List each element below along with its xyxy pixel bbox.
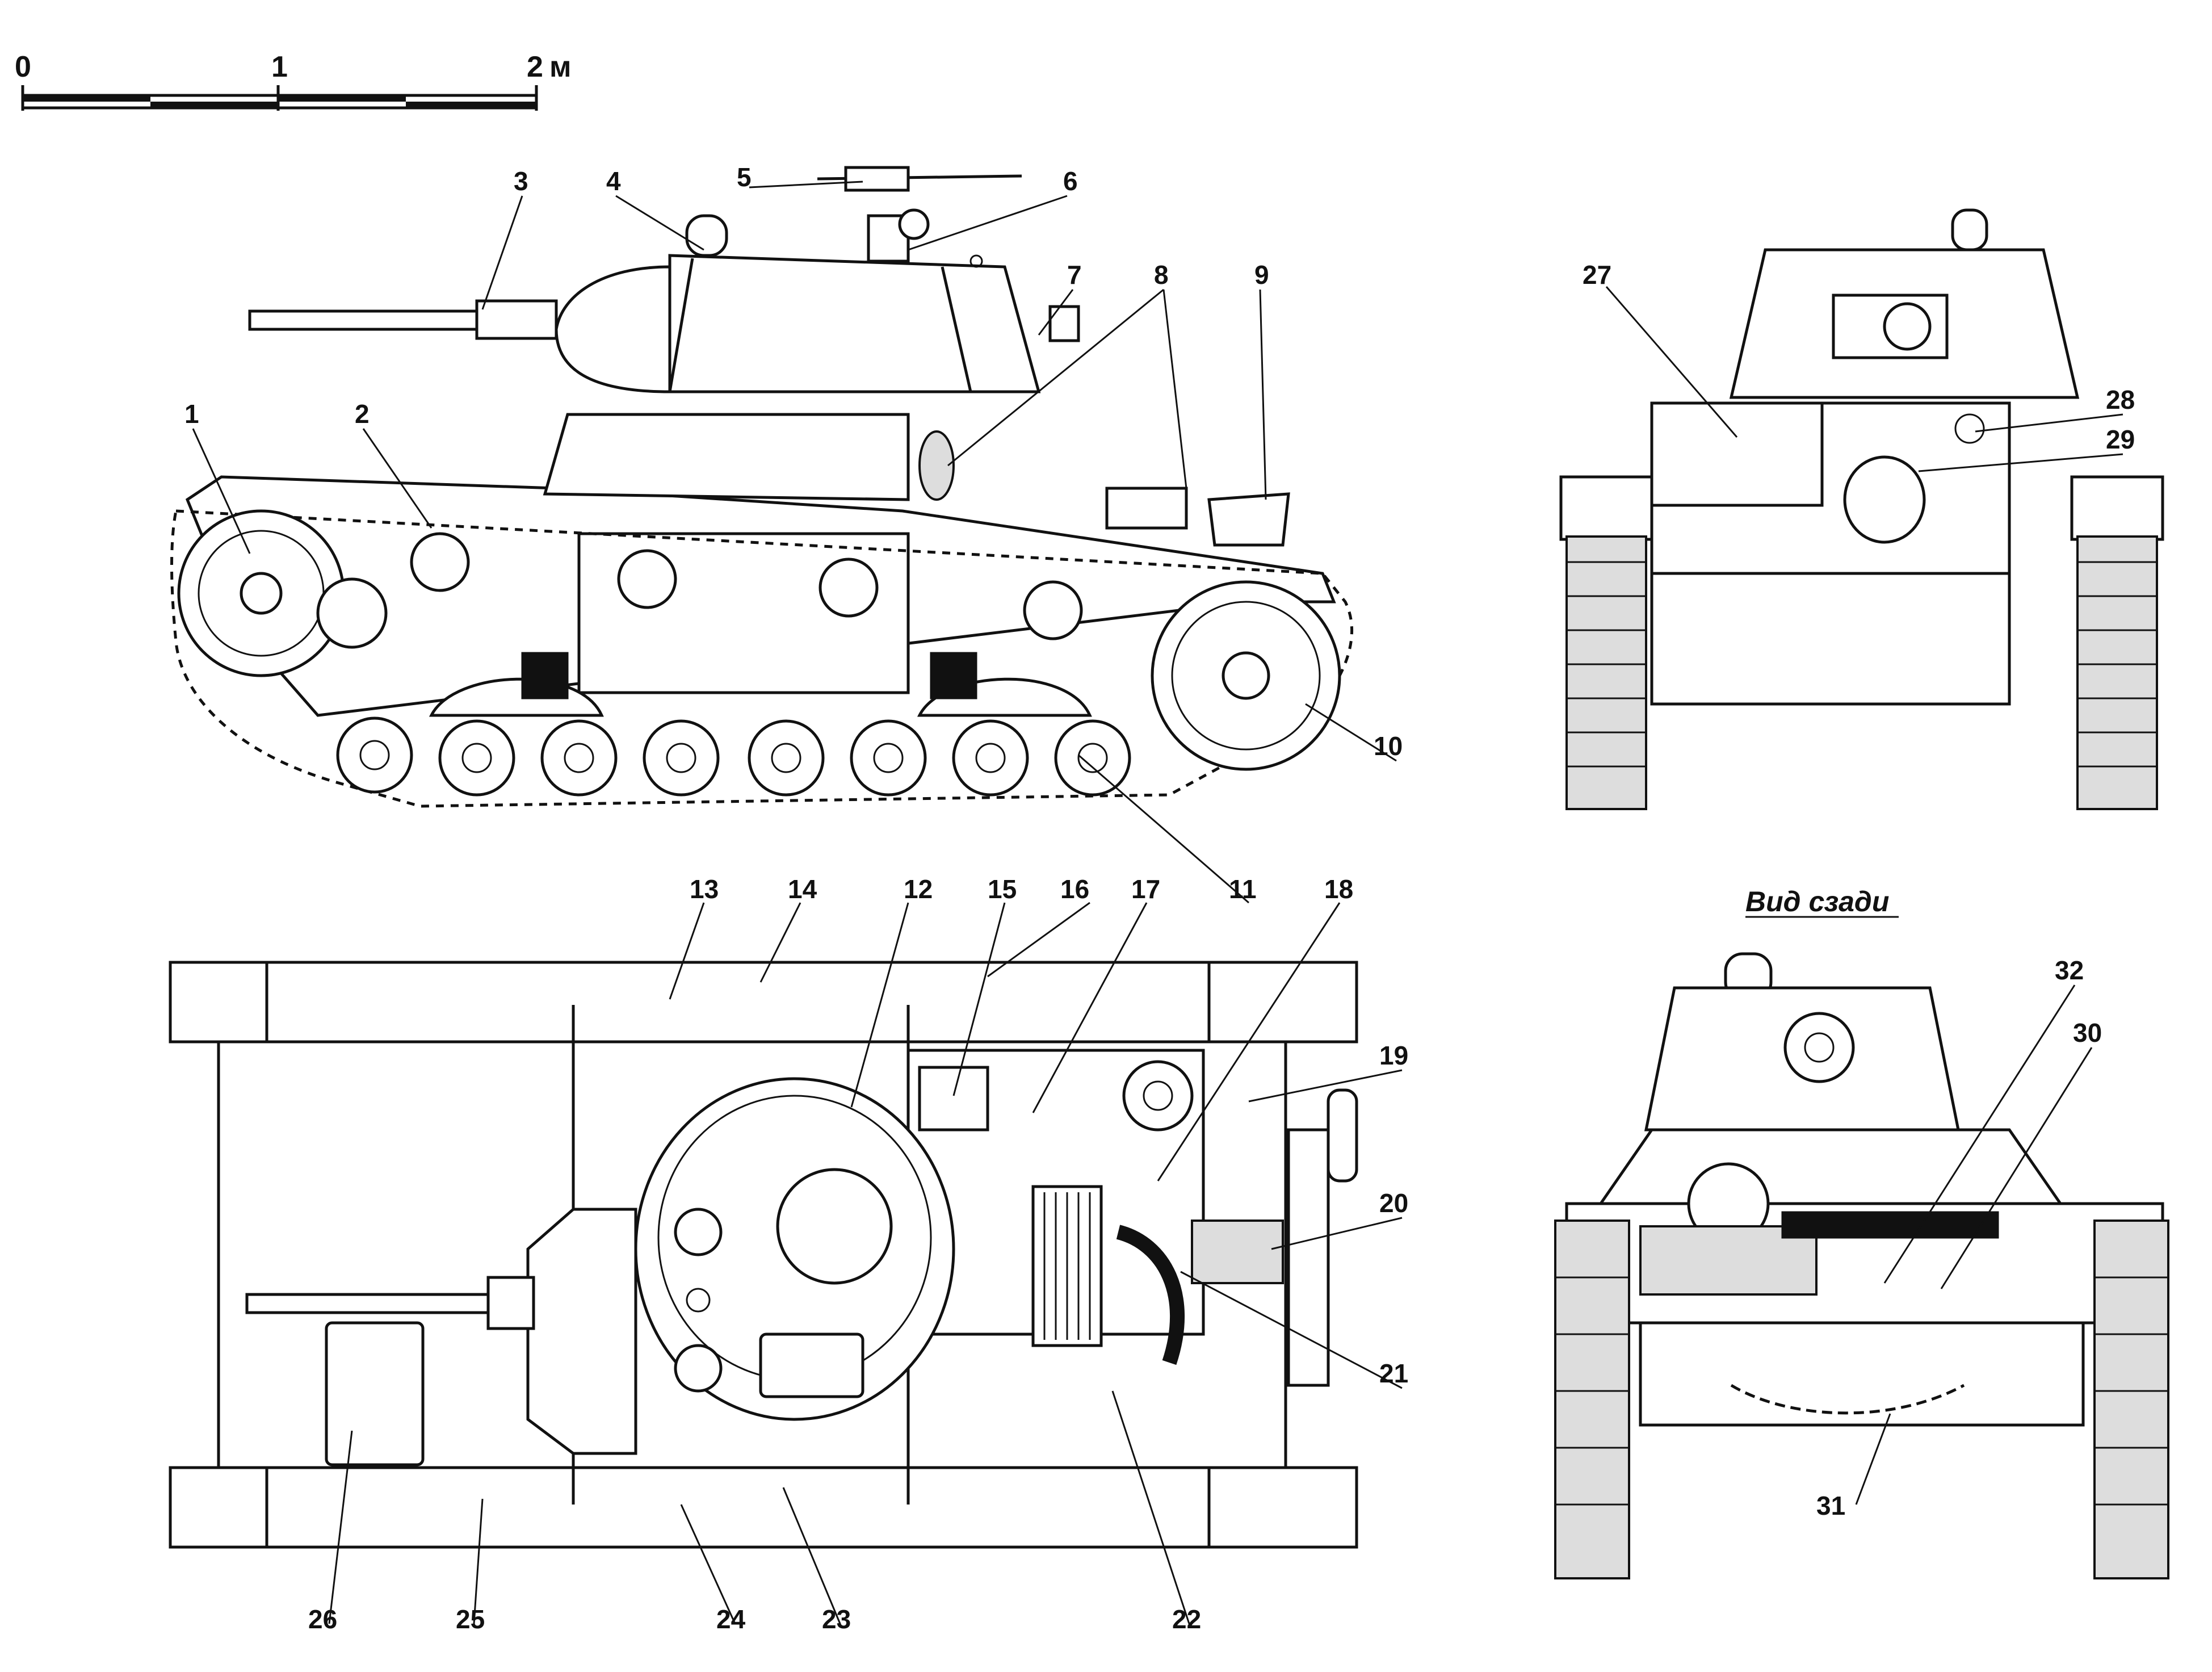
side-view bbox=[170, 166, 1354, 808]
callout-6: 6 bbox=[1063, 166, 1078, 196]
callout-17: 17 bbox=[1131, 874, 1160, 904]
callout-1: 1 bbox=[184, 399, 199, 429]
callout-31: 31 bbox=[1816, 1491, 1845, 1520]
callout-24: 24 bbox=[716, 1604, 746, 1634]
callout-13: 13 bbox=[690, 874, 719, 904]
rear-view-title: Вид сзади bbox=[1745, 886, 1889, 917]
callout-32: 32 bbox=[2055, 956, 2084, 985]
engine-grille bbox=[1043, 1192, 1091, 1340]
scale-tick-1: 1 bbox=[271, 51, 288, 83]
callout-20: 20 bbox=[1379, 1188, 1408, 1218]
callout-29: 29 bbox=[2106, 425, 2135, 454]
callout-5: 5 bbox=[737, 162, 752, 192]
scale-tick-0: 0 bbox=[15, 51, 31, 83]
callout-8: 8 bbox=[1154, 260, 1169, 290]
callout-2: 2 bbox=[355, 399, 370, 429]
callout-27: 27 bbox=[1583, 260, 1611, 290]
callout-18: 18 bbox=[1324, 874, 1353, 904]
scale-tick-2: 2 bbox=[527, 51, 543, 83]
callout-7: 7 bbox=[1067, 260, 1082, 290]
front-track-links bbox=[1567, 561, 2157, 768]
callout-9: 9 bbox=[1254, 260, 1269, 290]
callout-12: 12 bbox=[904, 874, 933, 904]
callout-3: 3 bbox=[514, 166, 528, 196]
callout-14: 14 bbox=[788, 874, 817, 904]
callout-16: 16 bbox=[1060, 874, 1089, 904]
callout-15: 15 bbox=[988, 874, 1017, 904]
callout-30: 30 bbox=[2073, 1018, 2102, 1047]
callout-26: 26 bbox=[308, 1604, 337, 1634]
rear-track-links bbox=[1555, 1276, 2168, 1506]
scale-unit: м bbox=[549, 51, 571, 83]
road-wheels bbox=[336, 716, 1131, 797]
callout-21: 21 bbox=[1379, 1359, 1408, 1388]
callout-28: 28 bbox=[2106, 385, 2135, 414]
callout-11: 11 bbox=[1229, 874, 1257, 904]
callout-25: 25 bbox=[456, 1604, 485, 1634]
callout-10: 10 bbox=[1374, 731, 1403, 761]
scale-bar: 0 1 2 м bbox=[15, 51, 571, 111]
callout-23: 23 bbox=[822, 1604, 851, 1634]
callout-22: 22 bbox=[1172, 1604, 1201, 1634]
callout-4: 4 bbox=[606, 166, 621, 196]
callout-labels: 1 2 3 4 5 6 7 8 9 10 11 12 13 14 15 16 1… bbox=[184, 162, 2135, 1634]
rear-view: Вид сзади bbox=[1554, 886, 2169, 1579]
front-view bbox=[1559, 208, 2164, 810]
callout-19: 19 bbox=[1379, 1041, 1408, 1070]
callout-leaders bbox=[192, 181, 2123, 1624]
